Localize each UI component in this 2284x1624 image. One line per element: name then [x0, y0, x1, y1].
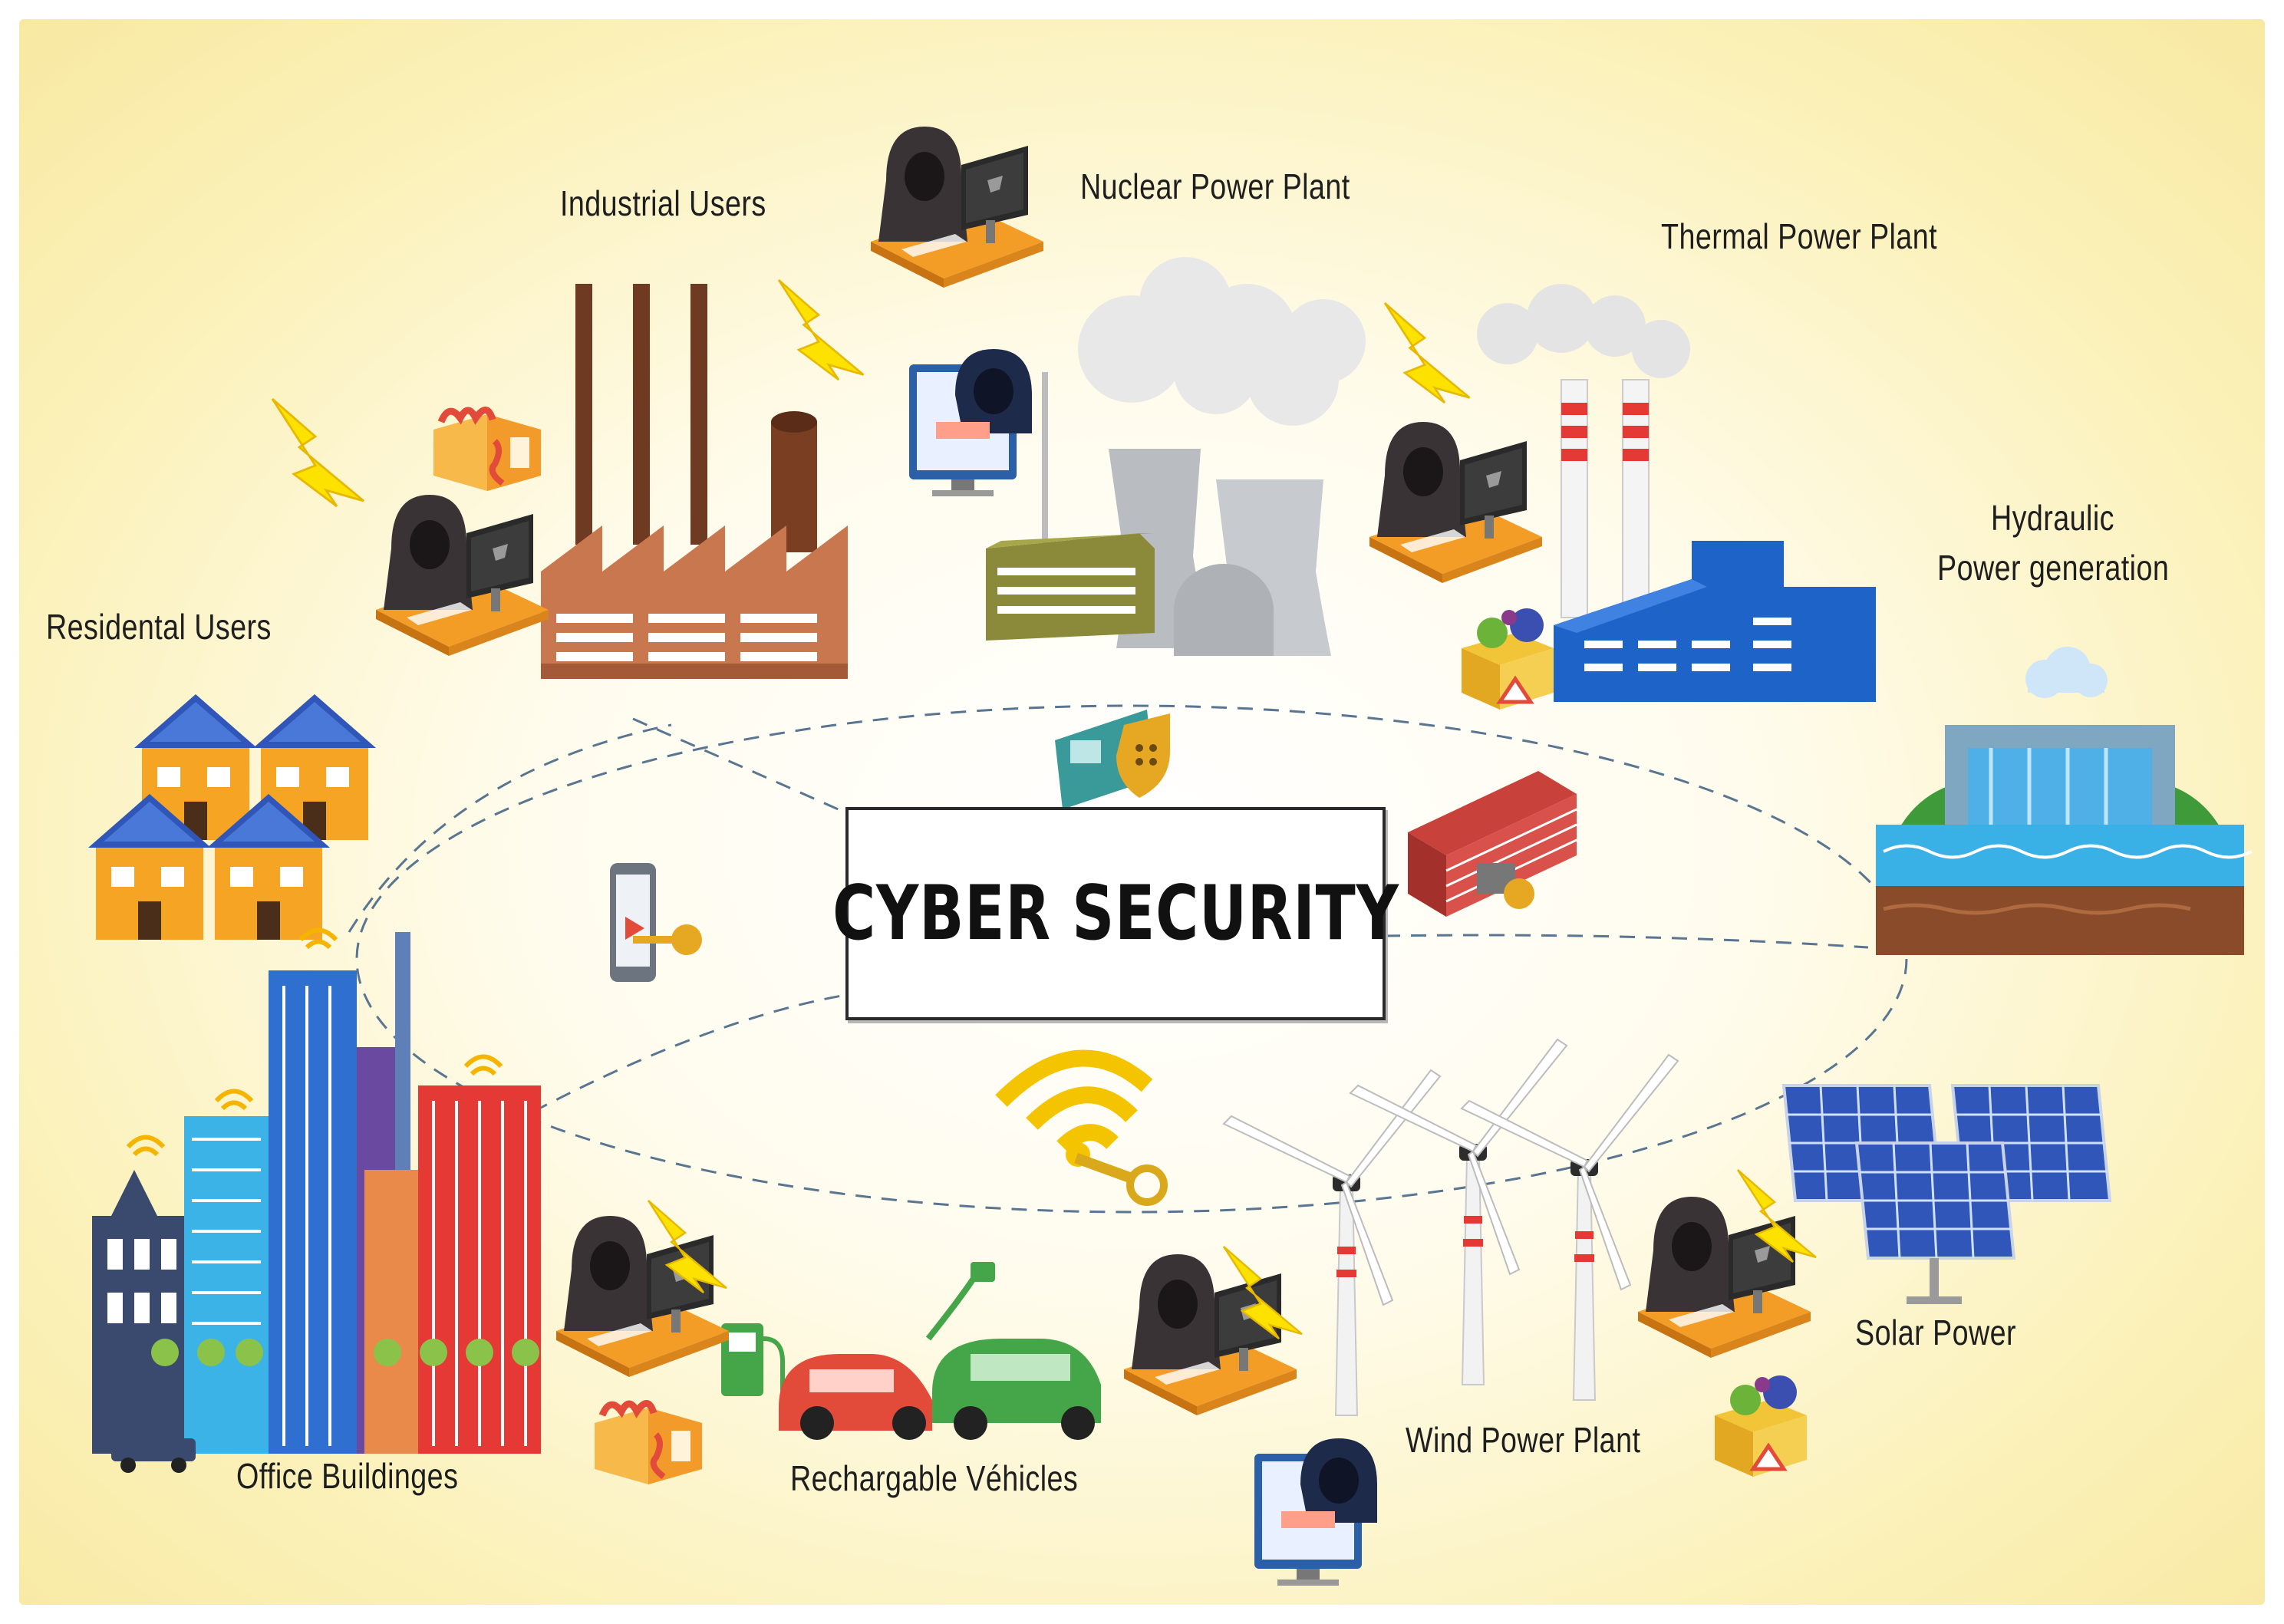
network-links — [348, 704, 1908, 1214]
diagram-artwork — [88, 127, 2253, 1586]
malware-box-icon — [1715, 1375, 1807, 1477]
diagram-title: CYBER SECURITY — [832, 870, 1399, 957]
thermal-plant-icon — [1477, 284, 1876, 702]
label-solar-power: Solar Power — [1855, 1313, 2016, 1352]
monitor-hacker-icon — [1254, 1438, 1377, 1586]
nuclear-plant-icon — [986, 257, 1366, 656]
office-buildings-icon — [92, 932, 541, 1473]
factory-icon — [541, 284, 848, 679]
firewall-icon — [1408, 771, 1577, 917]
label-wind-power-plant: Wind Power Plant — [1406, 1420, 1641, 1460]
monitor-hacker-icon — [909, 349, 1032, 496]
hacker-icon — [1124, 1254, 1297, 1415]
residential-houses-icon — [88, 694, 376, 940]
label-nuclear-power-plant: Nuclear Power Plant — [1080, 166, 1350, 206]
malware-box-icon — [1462, 608, 1554, 710]
rechargeable-vehicles-icon — [721, 1262, 1101, 1440]
phone-key-icon — [610, 863, 702, 982]
hacker-icon — [1369, 422, 1542, 583]
hacker-icon — [1638, 1197, 1811, 1358]
label-industrial-users: Industrial Users — [560, 183, 766, 223]
solar-panels-icon — [1782, 1084, 2111, 1304]
hacker-icon — [556, 1216, 729, 1377]
label-residential-users: Residental Users — [46, 607, 272, 647]
label-rechargeable-vehicles: Rechargable Véhicles — [790, 1458, 1079, 1498]
label-hydraulic-line2: Power generation — [1937, 548, 2170, 588]
wifi-key-icon — [995, 1049, 1168, 1206]
lightning-icon — [271, 397, 365, 508]
broken-file-icon — [595, 1403, 702, 1484]
label-hydraulic-line1: Hydraulic — [1991, 498, 2114, 538]
label-thermal-power-plant: Thermal Power Plant — [1661, 216, 1937, 256]
broken-file-icon — [433, 410, 541, 491]
cyber-security-box: CYBER SECURITY — [832, 807, 1399, 1020]
lightning-icon — [777, 278, 865, 381]
hacker-icon — [376, 495, 549, 656]
lightning-icon — [1383, 301, 1471, 404]
hacker-icon — [871, 127, 1043, 288]
hydraulic-dam-icon — [1876, 647, 2253, 955]
id-card-shield-icon — [1055, 710, 1170, 809]
wifi-signals — [126, 927, 503, 1157]
wind-turbines-icon — [1223, 1039, 1679, 1416]
diagram-canvas: Industrial Users Nuclear Power Plant The… — [19, 19, 2265, 1605]
label-office-buildings: Office Buildinges — [236, 1456, 459, 1496]
